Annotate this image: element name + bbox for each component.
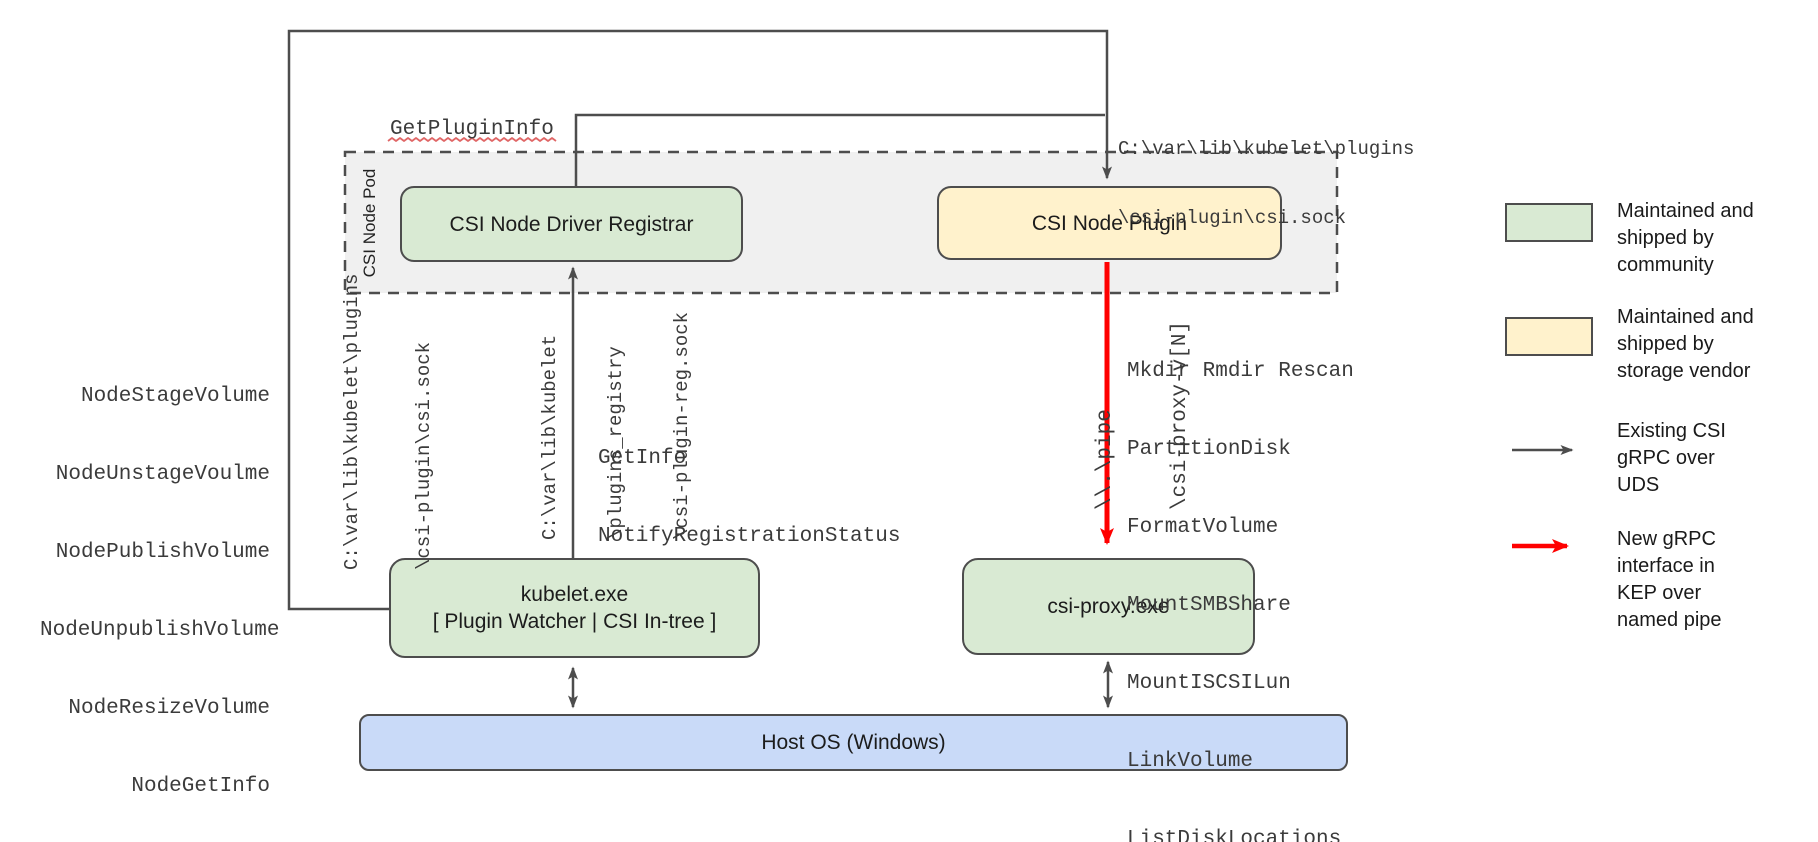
pipe-path-line1: \\.\pipe <box>1094 409 1117 510</box>
list-item: Mkdir Rmdir Rescan <box>1127 360 1354 383</box>
get-plugin-info-label: GetPluginInfo <box>390 118 554 141</box>
registration-calls-label: GetInfo NotifyRegistrationStatus <box>598 394 900 602</box>
csi-proxy-box: csi-proxy.exe <box>962 558 1255 655</box>
legend-community-swatch <box>1505 203 1593 242</box>
csi-sock-path-label: C:\var\lib\kubelet\plugins \csi-plugin\c… <box>1118 92 1414 276</box>
legend-line: Existing CSI <box>1617 420 1726 442</box>
legend-line: New gRPC <box>1617 528 1716 550</box>
list-item: MountSMBShare <box>1127 594 1291 617</box>
list-item: NodePublishVolume <box>55 541 270 564</box>
host-os-box: Host OS (Windows) <box>359 714 1348 771</box>
named-pipe-path-rotated-label: \\.\pipe \csi-proxy-v[N] <box>1043 310 1192 510</box>
registration-sock-path-rotated-label: C:\var\lib\kubelet \plugins_registry \cs… <box>495 300 693 540</box>
csi-node-pod-label: CSI Node Pod <box>360 168 379 278</box>
registrar-to-plugin-connector <box>574 113 1105 188</box>
list-item: NodeStageVolume <box>80 385 270 408</box>
legend-existing-text: Existing CSI gRPC over UDS <box>1617 418 1812 499</box>
legend-line: community <box>1617 254 1714 276</box>
spellcheck-squiggle <box>387 137 557 142</box>
list-item: LinkVolume <box>1127 750 1254 773</box>
legend-line: storage vendor <box>1617 360 1751 382</box>
legend-line: Maintained and <box>1617 306 1754 328</box>
csi-sock-path-line2: \csi-plugin\csi.sock <box>1118 207 1347 229</box>
legend-new-text: New gRPC interface in KEP over named pip… <box>1617 526 1812 634</box>
rotated-path-line2: \csi-plugin\csi.sock <box>413 341 435 570</box>
csi-node-driver-registrar-box: CSI Node Driver Registrar <box>400 186 743 262</box>
kubelet-to-plugin-connector <box>287 29 1112 611</box>
kubelet-label-line2: [ Plugin Watcher | CSI In-tree ] <box>432 610 717 633</box>
legend-line: shipped by <box>1617 227 1714 249</box>
legend-vendor-swatch <box>1505 317 1593 356</box>
rotated-path-line1: C:\var\lib\kubelet <box>539 334 561 540</box>
plugin-label: CSI Node Plugin <box>1031 211 1188 235</box>
list-item: NodeUnstageVoulme <box>55 463 270 486</box>
csi-node-plugin-box: CSI Node Plugin <box>937 186 1282 260</box>
kubelet-label-line1: kubelet.exe <box>520 583 629 606</box>
registration-call-line2: NotifyRegistrationStatus <box>598 525 901 548</box>
registration-call-line1: GetInfo <box>598 447 687 470</box>
legend-line: named pipe <box>1617 609 1722 631</box>
host-os-label: Host OS (Windows) <box>761 731 946 754</box>
rotated-path-line1: C:\var\lib\kubelet\plugins <box>341 273 363 570</box>
legend-line: KEP over <box>1617 582 1702 604</box>
legend-line: Maintained and <box>1617 200 1754 222</box>
list-item: NodeResizeVolume <box>68 697 270 720</box>
proxy-api-call-list: Mkdir Rmdir Rescan PartitionDisk FormatV… <box>1127 307 1354 842</box>
legend-line: shipped by <box>1617 333 1714 355</box>
legend-community-text: Maintained and shipped by community <box>1617 198 1812 279</box>
legend-line: UDS <box>1617 474 1660 496</box>
list-item: NodeGetInfo <box>131 775 270 798</box>
registrar-label: CSI Node Driver Registrar <box>449 212 694 236</box>
list-item: FormatVolume <box>1127 516 1279 539</box>
legend-line: interface in <box>1617 555 1715 577</box>
list-item: ListDiskLocations <box>1127 828 1342 842</box>
csi-proxy-label: csi-proxy.exe <box>1047 595 1170 618</box>
list-item: PartitionDisk <box>1127 438 1291 461</box>
list-item: MountISCSILun <box>1127 672 1291 695</box>
kubelet-csi-call-list: NodeStageVolume NodeUnstageVoulme NodePu… <box>40 332 280 842</box>
list-item: NodeUnpublishVolume <box>40 619 280 642</box>
kubelet-box: kubelet.exe [ Plugin Watcher | CSI In-tr… <box>389 558 760 658</box>
csi-sock-path-rotated-label: C:\var\lib\kubelet\plugins \csi-plugin\c… <box>292 270 435 570</box>
csi-sock-path-line1: C:\var\lib\kubelet\plugins <box>1118 138 1415 160</box>
legend-vendor-text: Maintained and shipped by storage vendor <box>1617 304 1812 385</box>
legend-line: gRPC over <box>1617 447 1715 469</box>
